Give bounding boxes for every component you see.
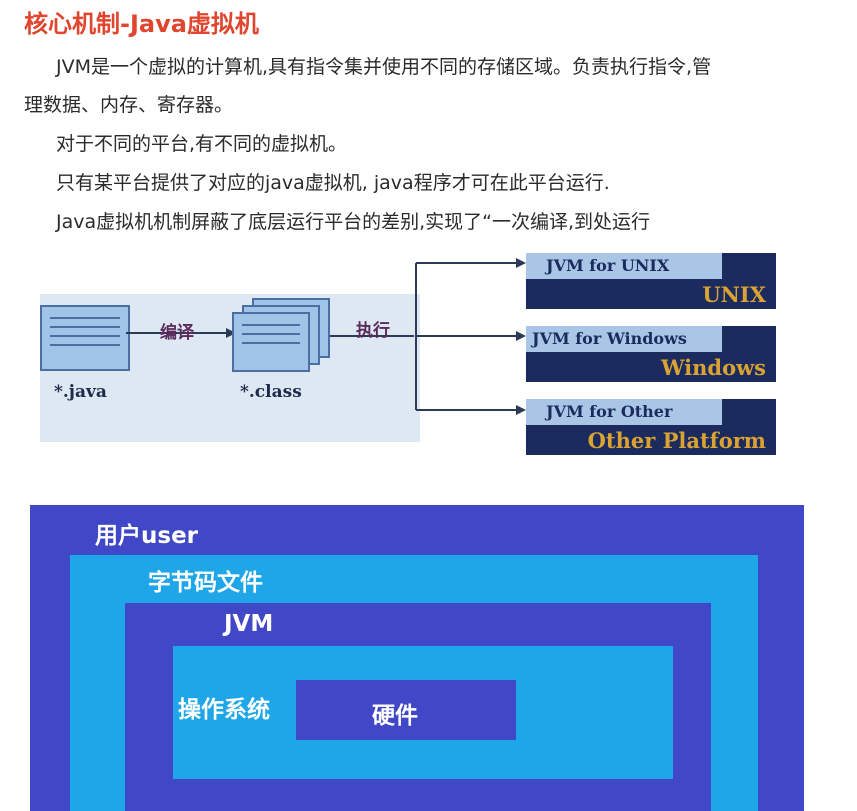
- compile-label: 编译: [160, 323, 194, 343]
- class-file-label: *.class: [240, 382, 302, 402]
- paragraph-platforms: 对于不同的平台,有不同的虚拟机。: [56, 133, 348, 155]
- jvm-windows-box: JVM for Windows Windows: [526, 326, 776, 382]
- class-file-icon: [232, 312, 310, 372]
- unix-platform-label: UNIX: [702, 282, 766, 307]
- jvm-unix-box: JVM for UNIX UNIX: [526, 253, 776, 309]
- paragraph-jvm-definition: JVM是一个虚拟的计算机,具有指令集并使用不同的存储区域。负责执行指令,管: [56, 56, 712, 78]
- layer-os-label: 操作系统: [178, 697, 270, 723]
- jvm-unix-label: JVM for UNIX: [526, 253, 722, 279]
- java-file-icon: [40, 305, 130, 371]
- java-file-label: *.java: [54, 382, 107, 402]
- page-title: 核心机制-Java虚拟机: [24, 10, 259, 38]
- paragraph-jvm-definition-cont: 理数据、内存、寄存器。: [24, 94, 234, 116]
- paragraph-write-once: Java虚拟机机制屏蔽了底层运行平台的差别,实现了“一次编译,到处运行: [56, 211, 651, 233]
- jvm-windows-label: JVM for Windows: [526, 326, 722, 352]
- layer-hardware-label: 硬件: [372, 703, 418, 729]
- execute-arrows: [330, 258, 526, 415]
- other-platform-label: Other Platform: [587, 428, 766, 453]
- paragraph-platform-jvm: 只有某平台提供了对应的java虚拟机, java程序才可在此平台运行.: [56, 172, 610, 194]
- layer-jvm-label: JVM: [224, 611, 274, 637]
- layer-user-label: 用户user: [95, 523, 199, 549]
- layer-bytecode-label: 字节码文件: [148, 570, 263, 596]
- execute-label: 执行: [356, 321, 390, 341]
- jvm-other-label: JVM for Other: [526, 399, 722, 425]
- layer-hardware: [296, 680, 516, 740]
- windows-platform-label: Windows: [660, 355, 766, 380]
- jvm-platform-diagram: *.java 编译 *.class 执行 JVM for UNIX UNIX J…: [0, 248, 857, 468]
- jvm-other-box: JVM for Other Other Platform: [526, 399, 776, 455]
- compile-arrow: [126, 328, 236, 338]
